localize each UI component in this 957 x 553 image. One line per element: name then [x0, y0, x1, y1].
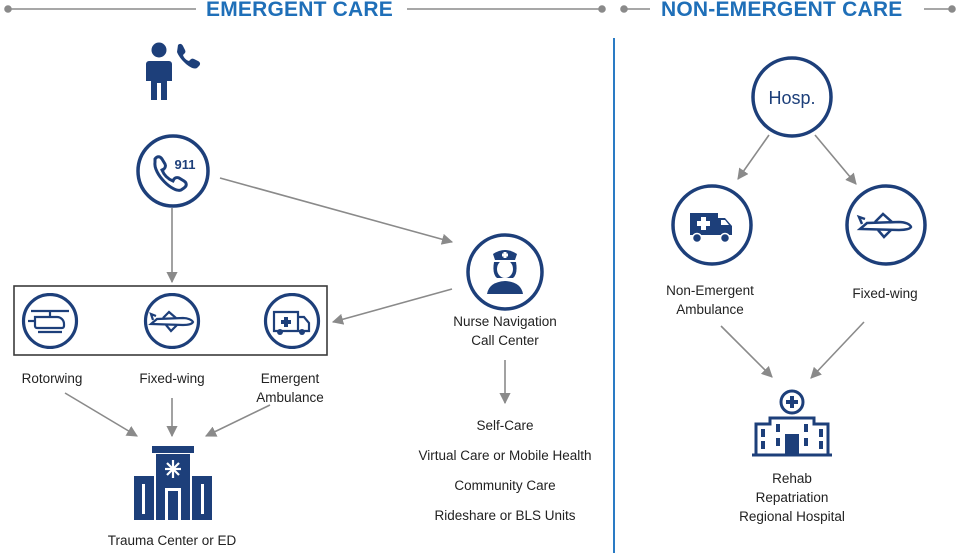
nurse-icon	[466, 233, 544, 311]
ambulance-icon	[671, 184, 753, 266]
phone-911-icon: 911	[136, 134, 210, 208]
nurse-navigation-label: Nurse Navigation Call Center	[453, 312, 557, 350]
fixed-wing-label: Fixed-wing	[139, 371, 205, 386]
emergent-ambulance-label-line2: Ambulance	[256, 390, 324, 405]
emergent-care-header: EMERGENT CARE	[206, 0, 393, 21]
trauma-center-label: Trauma Center or ED	[107, 533, 237, 548]
non-emergent-ambulance-label-line1: Non-Emergent	[666, 283, 754, 298]
non-emergent-fixed-wing-label: Fixed-wing	[852, 286, 918, 301]
arrow-hosp-to-fixedwing	[814, 134, 857, 185]
helicopter-icon	[21, 293, 79, 349]
arrow-hosp-to-ambulance	[737, 134, 770, 180]
emergent-ambulance-label: Emergent Ambulance	[256, 369, 324, 407]
non-emergent-care-header: NON-EMERGENT CARE	[661, 0, 903, 21]
person-phone-icon	[146, 42, 201, 100]
non-emergent-header-rule	[620, 5, 956, 13]
arrow-fixedwing-to-rehab	[810, 321, 865, 379]
rehab-destination-label: Rehab Repatriation Regional Hospital	[739, 469, 845, 526]
call-911-text: 911	[175, 157, 196, 172]
arrow-ambulance-to-rehab	[720, 325, 773, 378]
airplane-icon	[845, 184, 927, 266]
arrow-nurse-to-transport	[331, 288, 453, 325]
option-virtual-care: Virtual Care or Mobile Health	[418, 448, 592, 463]
arrow-rotorwing-to-trauma	[64, 392, 138, 437]
option-rideshare: Rideshare or BLS Units	[434, 508, 576, 523]
hospital-icon	[134, 446, 212, 520]
hosp-text: Hosp.	[768, 88, 815, 108]
non-emergent-ambulance-label: Non-Emergent Ambulance	[666, 281, 754, 319]
ambulance-icon	[263, 293, 321, 349]
nurse-navigation-label-line2: Call Center	[471, 333, 539, 348]
arrow-ambulance-to-trauma	[204, 404, 271, 437]
arrow-911-to-nurse	[219, 177, 454, 245]
rehab-label-line1: Rehab	[772, 471, 812, 486]
transport-group-box	[13, 285, 328, 356]
hospital-icon	[752, 389, 832, 457]
nurse-navigation-label-line1: Nurse Navigation	[453, 314, 557, 329]
non-emergent-ambulance-label-line2: Ambulance	[676, 302, 744, 317]
emergent-header-rule	[4, 5, 606, 13]
rehab-label-line2: Repatriation	[755, 490, 829, 505]
option-self-care: Self-Care	[476, 418, 534, 433]
option-community-care: Community Care	[454, 478, 556, 493]
hospital-origin-icon: Hosp.	[751, 56, 833, 138]
rotorwing-label: Rotorwing	[21, 371, 83, 386]
emergent-ambulance-label-line1: Emergent	[260, 371, 320, 386]
airplane-icon	[143, 293, 201, 349]
rehab-label-line3: Regional Hospital	[739, 509, 845, 524]
